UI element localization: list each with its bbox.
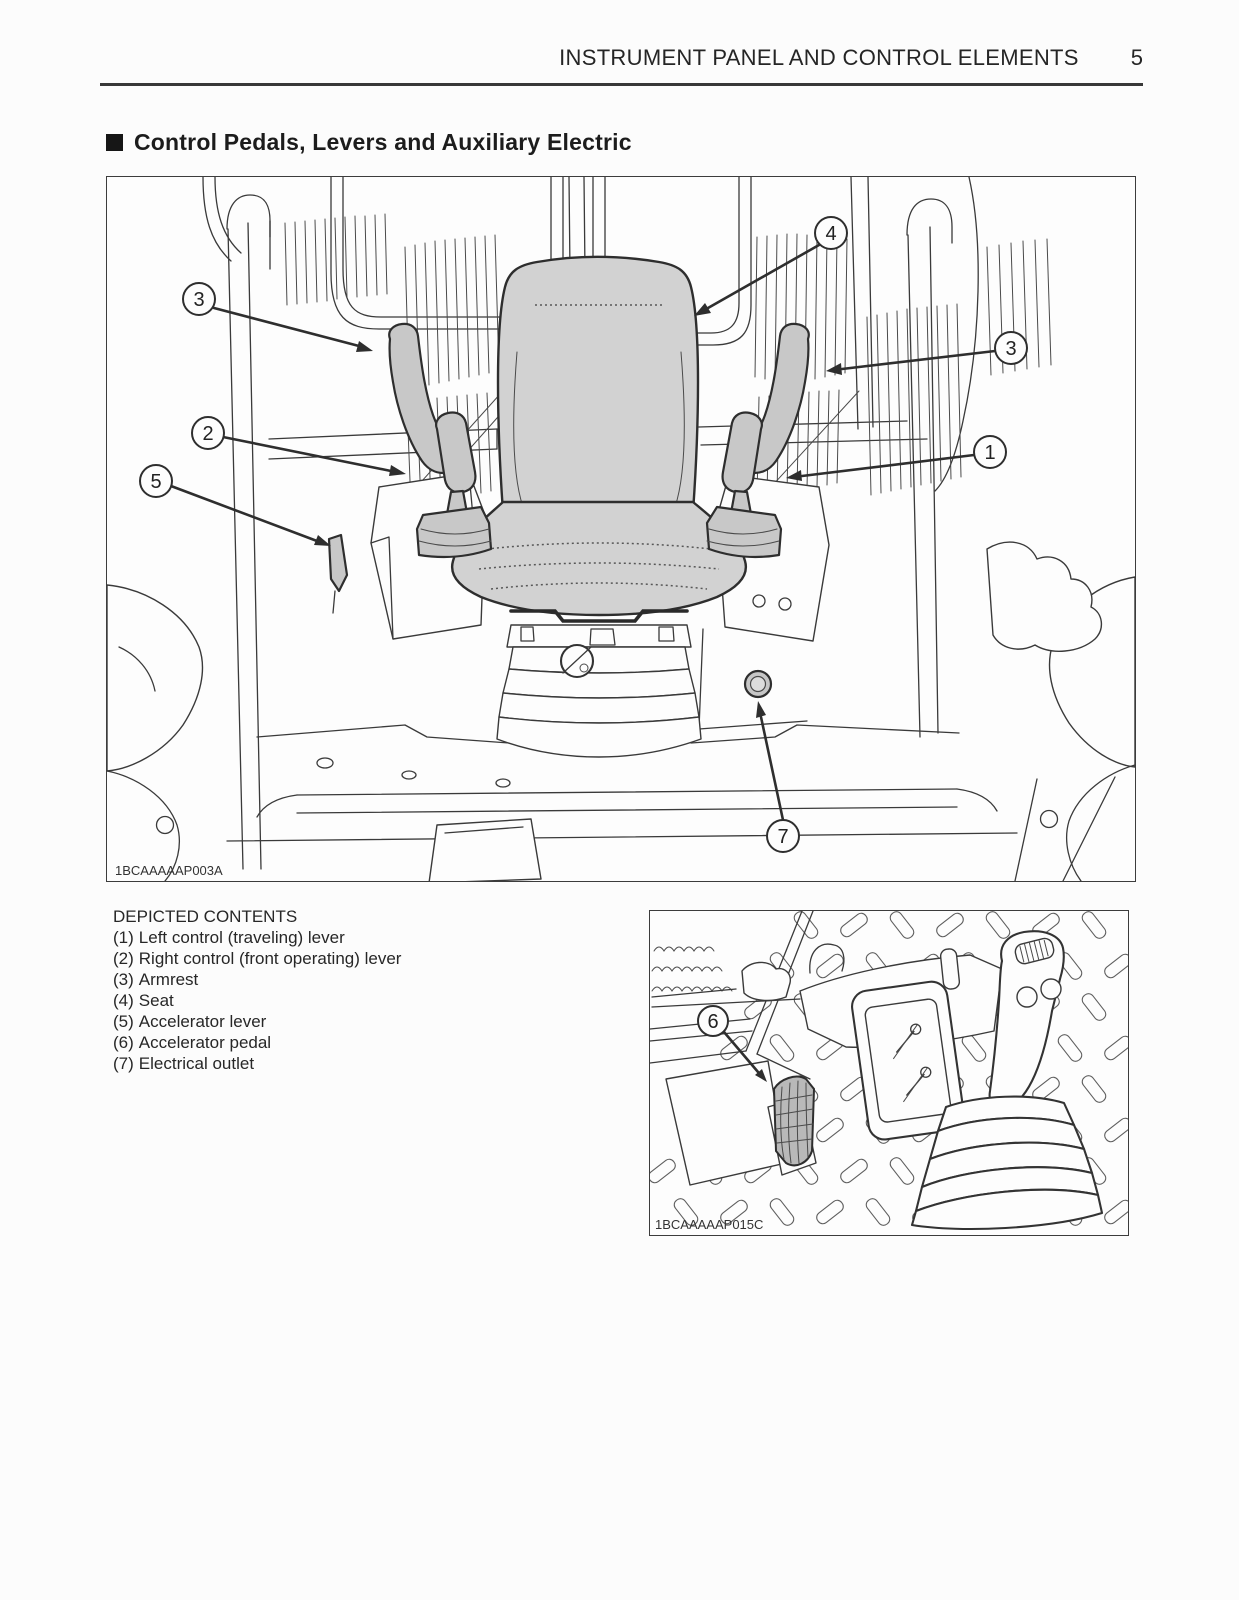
- contents-item: (5)Accelerator lever: [113, 1012, 267, 1031]
- svg-text:6: 6: [707, 1011, 718, 1033]
- joystick: [910, 930, 1104, 1231]
- svg-text:3: 3: [1005, 338, 1016, 360]
- pedal-illustration: 6 1BCAAAAAP015C: [650, 911, 1128, 1232]
- control-lever-left-view: [705, 411, 783, 559]
- figure-code-main: 1BCAAAAAP003A: [115, 863, 223, 878]
- figure-code-pedal: 1BCAAAAAP015C: [655, 1217, 763, 1232]
- callout-4: 4: [694, 216, 848, 316]
- depicted-contents: DEPICTED CONTENTS (1)Left control (trave…: [113, 906, 401, 1074]
- svg-text:2: 2: [202, 423, 213, 445]
- contents-heading: DEPICTED CONTENTS: [113, 907, 298, 926]
- monitor-stalk: [939, 948, 961, 990]
- callout-2: 2: [191, 416, 406, 476]
- header-rule: [100, 83, 1143, 86]
- svg-text:7: 7: [777, 826, 788, 848]
- deck-and-body: [107, 541, 1135, 881]
- contents-item: (3)Armrest: [113, 970, 199, 989]
- callout-3-right: 3: [826, 331, 1028, 375]
- section-title: Control Pedals, Levers and Auxiliary Ele…: [134, 129, 632, 155]
- contents-item: (7)Electrical outlet: [113, 1054, 255, 1073]
- svg-text:5: 5: [150, 471, 161, 493]
- page-number: 5: [1130, 45, 1143, 70]
- electrical-outlet: [743, 669, 773, 699]
- control-lever-right-view: [415, 411, 493, 559]
- contents-item: (6)Accelerator pedal: [113, 1033, 272, 1052]
- page-header: INSTRUMENT PANEL AND CONTROL ELEMENTS 5: [0, 45, 1143, 71]
- figure-accelerator-pedal: 6 1BCAAAAAP015C: [649, 910, 1129, 1236]
- svg-text:1: 1: [984, 442, 995, 464]
- callout-7: 7: [756, 701, 800, 853]
- crawler-track-view: [651, 946, 801, 1008]
- section-square-icon: [106, 134, 123, 151]
- seat-station-illustration: 3 2 5 4: [107, 177, 1135, 881]
- monitor-panel: [851, 980, 965, 1141]
- figure-operator-station: 3 2 5 4: [106, 176, 1136, 882]
- callout-5: 5: [139, 464, 331, 546]
- callout-1: 1: [786, 435, 1007, 481]
- svg-text:4: 4: [825, 223, 836, 245]
- header-title: INSTRUMENT PANEL AND CONTROL ELEMENTS: [559, 45, 1079, 70]
- callout-6: 6: [697, 1005, 767, 1082]
- svg-text:3: 3: [193, 289, 204, 311]
- accelerator-pedal: [665, 1060, 817, 1186]
- contents-item: (1)Left control (traveling) lever: [113, 928, 345, 947]
- seat: [450, 255, 748, 623]
- seat-suspension: [496, 624, 702, 758]
- callout-3-left: 3: [182, 282, 373, 352]
- contents-item: (2)Right control (front operating) lever: [113, 949, 402, 968]
- contents-item: (4)Seat: [113, 991, 174, 1010]
- accelerator-lever: [327, 533, 349, 614]
- section-heading: Control Pedals, Levers and Auxiliary Ele…: [106, 129, 632, 156]
